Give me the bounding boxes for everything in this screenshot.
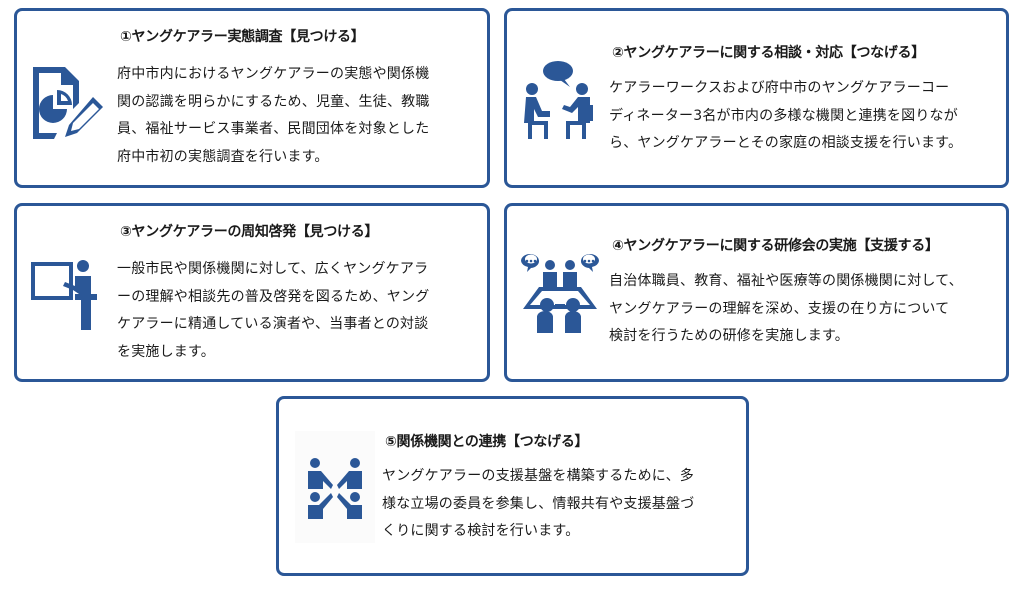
description-line: ケアラーに精通している演者や、当事者との対談 bbox=[117, 316, 429, 332]
card-collaboration: ⑤関係機関との連携【つなげる】 ヤングケアラーの支援基盤を構築するために、多 様… bbox=[276, 396, 749, 576]
description-line: 府中市初の実態調査を行います。 bbox=[117, 148, 329, 165]
description-line: ケアラーワークスおよび府中市のヤングケアラーコー bbox=[609, 80, 950, 96]
card-title: ②ヤングケアラーに関する相談・対応【つなげる】 bbox=[612, 45, 925, 61]
description-line: ヤングケアラーの理解を深め、支援の在り方について bbox=[609, 300, 950, 317]
card-consultation: ②ヤングケアラーに関する相談・対応【つなげる】 ケアラーワークスおよび府中市のヤ… bbox=[504, 8, 1009, 188]
card-description: 自治体職員、教育、福祉や医療等の関係機関に対して、 ヤングケアラーの理解を深め、… bbox=[609, 268, 963, 351]
card-title: ⑤関係機関との連携【つなげる】 bbox=[385, 434, 589, 450]
description-line: 自治体職員、教育、福祉や医療等の関係機関に対して、 bbox=[609, 273, 963, 289]
presenter-whiteboard-icon bbox=[27, 256, 107, 336]
description-line: ーの理解や相談先の普及啓発を図るため、ヤング bbox=[117, 288, 430, 305]
card-title: ①ヤングケアラー実態調査【見つける】 bbox=[120, 29, 365, 45]
description-line: 府中市内におけるヤングケアラーの実態や関係機 bbox=[117, 66, 430, 82]
collaboration-people-icon bbox=[295, 431, 375, 543]
card-description: 府中市内におけるヤングケアラーの実態や関係機 関の認識を明らかにするため、児童、… bbox=[117, 61, 430, 171]
card-awareness: ③ヤングケアラーの周知啓発【見つける】 一般市民や関係機関に対して、広くヤングケ… bbox=[14, 203, 490, 382]
card-description: ケアラーワークスおよび府中市のヤングケアラーコー ディネーター3名が市内の多様な… bbox=[609, 75, 962, 158]
description-line: 関の認識を明らかにするため、児童、生徒、教職 bbox=[117, 93, 430, 110]
card-title: ③ヤングケアラーの周知啓発【見つける】 bbox=[120, 224, 379, 240]
meeting-table-discussion-icon bbox=[517, 251, 603, 337]
card-training: ④ヤングケアラーに関する研修会の実施【支援する】 自治体職員、教育、福祉や医療等… bbox=[504, 203, 1009, 382]
card-description: ヤングケアラーの支援基盤を構築するために、多 様な立場の委員を参集し、情報共有や… bbox=[382, 463, 694, 546]
description-line: くりに関する検討を行います。 bbox=[382, 523, 580, 539]
description-line: 検討を行うための研修を実施します。 bbox=[609, 328, 849, 344]
description-line: 一般市民や関係機関に対して、広くヤングケアラ bbox=[117, 261, 429, 277]
card-title: ④ヤングケアラーに関する研修会の実施【支援する】 bbox=[612, 238, 939, 254]
card-survey: ①ヤングケアラー実態調査【見つける】 府中市内におけるヤングケアラーの実態や関係… bbox=[14, 8, 490, 188]
description-line: ら、ヤングケアラーとその家庭の相談支援を行います。 bbox=[609, 135, 963, 151]
description-line: を実施します。 bbox=[117, 343, 215, 360]
description-line: 様な立場の委員を参集し、情報共有や支援基盤づ bbox=[382, 495, 695, 512]
description-line: ディネーター3名が市内の多様な機関と連携を図りなが bbox=[609, 107, 958, 124]
report-chart-pencil-icon bbox=[27, 63, 109, 145]
description-line: 員、福祉サービス事業者、民間団体を対象とした bbox=[117, 121, 430, 137]
card-description: 一般市民や関係機関に対して、広くヤングケアラ ーの理解や相談先の普及啓発を図るた… bbox=[117, 256, 429, 366]
consultation-people-speech-icon bbox=[520, 61, 596, 143]
description-line: ヤングケアラーの支援基盤を構築するために、多 bbox=[382, 468, 694, 484]
